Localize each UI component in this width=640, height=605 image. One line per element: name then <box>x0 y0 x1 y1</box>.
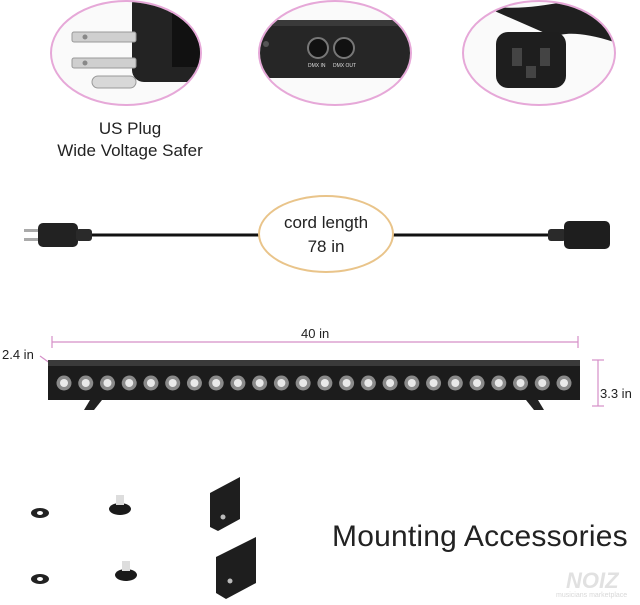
mounting-accessories <box>31 477 256 599</box>
mounting-bracket-icon <box>216 537 256 599</box>
plug-caption-line2: Wide Voltage Safer <box>57 141 203 160</box>
cord-length-badge: cord length 78 in <box>258 195 394 273</box>
led-lens <box>190 379 199 387</box>
cord-length-value: 78 in <box>307 237 345 256</box>
dmx-in-port-icon <box>307 37 329 59</box>
height-dimension-line <box>592 359 604 407</box>
plug-head-icon <box>38 223 78 247</box>
plug-caption-line1: US Plug <box>98 119 162 138</box>
power-socket-closeup <box>462 0 616 106</box>
iec-connector-icon <box>564 221 610 249</box>
bar-depth-label: 2.4 in <box>2 347 34 362</box>
led-lens <box>451 379 460 387</box>
led-lens <box>103 379 112 387</box>
led-lens <box>407 379 416 387</box>
mounting-accessories-title: Mounting Accessories <box>332 520 628 553</box>
thumb-screw-icon <box>115 561 137 581</box>
led-lens <box>429 379 438 387</box>
washer-icon <box>31 574 49 584</box>
watermark-subtitle: musicians marketplace <box>556 592 628 599</box>
led-lens <box>538 379 547 387</box>
led-lens <box>233 379 242 387</box>
led-lens <box>299 379 308 387</box>
bar-height-label: 3.3 in <box>600 386 632 401</box>
length-dimension-line <box>51 336 579 348</box>
led-lens <box>386 379 395 387</box>
dmx-out-label: DMX OUT <box>333 63 357 69</box>
plug-caption: US Plug Wide Voltage Safer <box>20 118 240 162</box>
bar-length-label: 40 in <box>298 326 333 341</box>
led-lens <box>342 379 351 387</box>
led-lens <box>60 379 68 387</box>
mounting-bracket-icon <box>210 477 240 531</box>
led-bar <box>48 360 580 410</box>
dmx-out-port-icon <box>333 37 355 59</box>
led-lens <box>146 379 155 387</box>
led-lens <box>560 379 568 387</box>
cord-length-label: cord length <box>283 213 369 232</box>
watermark-logo: NOIZ <box>566 568 619 593</box>
led-lens <box>255 379 264 387</box>
washer-icon <box>31 508 49 518</box>
led-lens <box>473 379 482 387</box>
power-socket-icon <box>474 2 614 88</box>
dmx-connector-closeup: DMX IN DMX OUT <box>258 0 412 106</box>
led-lens <box>212 379 221 387</box>
dmx-in-label: DMX IN <box>308 63 326 69</box>
led-lens <box>125 379 134 387</box>
led-lens <box>81 379 90 387</box>
led-lens <box>516 379 525 387</box>
led-lens <box>364 379 373 387</box>
thumb-screw-icon <box>109 495 131 515</box>
us-plug-icon <box>71 2 200 89</box>
led-lens <box>277 379 286 387</box>
led-lens <box>494 379 503 387</box>
us-plug-closeup <box>50 0 202 106</box>
led-lens <box>168 379 177 387</box>
led-lens <box>320 379 329 387</box>
